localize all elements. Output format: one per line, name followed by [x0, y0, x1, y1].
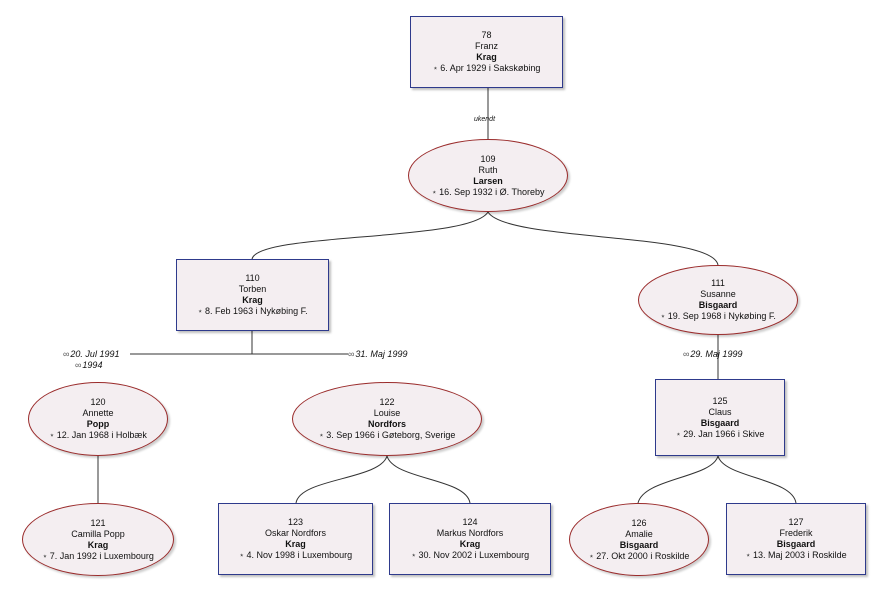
birth-star-icon: ⋆: [197, 306, 204, 316]
birth-star-icon: ⋆: [42, 550, 48, 561]
birth-star-icon: ⋆: [410, 550, 417, 560]
marriage-icon: ∞: [683, 349, 690, 359]
divorce-label-torben-annette: ∞1994: [75, 360, 103, 370]
person-surname: Bisgaard: [698, 300, 738, 310]
birth-star-icon: ⋆: [238, 550, 245, 560]
person-given-name: Annette: [82, 408, 114, 418]
person-node-78[interactable]: 78 Franz Krag ⋆6. Apr 1929 i Sakskøbing: [410, 16, 563, 88]
person-surname: Nordfors: [368, 419, 406, 429]
person-id: 120: [90, 397, 106, 407]
marriage-label-torben-louise: ∞31. Maj 1999: [348, 349, 408, 359]
person-surname: Bisgaard: [619, 539, 659, 550]
person-node-125[interactable]: 125 Claus Bisgaard ⋆29. Jan 1966 i Skive: [655, 379, 785, 456]
person-given-name: Oskar Nordfors: [264, 528, 326, 538]
person-node-122[interactable]: 122 Louise Nordfors ⋆3. Sep 1966 i Gøteb…: [292, 382, 482, 456]
person-birth: ⋆16. Sep 1932 i Ø. Thoreby: [431, 186, 545, 197]
marriage-label-susanne-claus: ∞29. Maj 1999: [683, 349, 743, 359]
marriage-icon: ∞: [348, 349, 355, 359]
person-birth: ⋆3. Sep 1966 i Gøteborg, Sverige: [318, 430, 456, 440]
birth-star-icon: ⋆: [432, 63, 439, 73]
person-surname: Bisgaard: [700, 417, 740, 428]
marriage-icon: ∞: [63, 349, 70, 359]
person-birth: ⋆12. Jan 1968 i Holbæk: [49, 430, 147, 440]
birth-star-icon: ⋆: [660, 311, 666, 321]
person-birth: ⋆30. Nov 2002 i Luxembourg: [410, 550, 530, 560]
person-surname: Larsen: [473, 175, 503, 186]
person-given-name: Louise: [373, 408, 401, 418]
birth-star-icon: ⋆: [588, 550, 595, 561]
person-given-name: Amalie: [625, 528, 653, 539]
marriage-label-torben-annette: ∞20. Jul 1991: [63, 349, 120, 359]
birth-star-icon: ⋆: [675, 428, 682, 439]
person-birth: ⋆4. Nov 1998 i Luxembourg: [238, 550, 353, 560]
person-id: 121: [90, 517, 106, 528]
person-given-name: Susanne: [700, 289, 736, 299]
person-id: 124: [462, 517, 478, 527]
person-id: 109: [480, 153, 496, 164]
person-birth: ⋆7. Jan 1992 i Luxembourg: [42, 550, 154, 561]
person-surname: Popp: [86, 419, 110, 429]
person-node-126[interactable]: 126 Amalie Bisgaard ⋆27. Okt 2000 i Rosk…: [569, 503, 709, 576]
birth-star-icon: ⋆: [745, 550, 752, 560]
person-id: 127: [788, 517, 804, 527]
person-given-name: Markus Nordfors: [436, 528, 504, 538]
person-surname: Krag: [87, 539, 109, 550]
person-id: 122: [379, 397, 395, 407]
person-birth: ⋆13. Maj 2003 i Roskilde: [745, 550, 847, 560]
person-id: 125: [712, 395, 728, 406]
person-id: 126: [631, 517, 647, 528]
birth-star-icon: ⋆: [431, 186, 438, 197]
person-node-120[interactable]: 120 Annette Popp ⋆12. Jan 1968 i Holbæk: [28, 382, 168, 456]
person-surname: Krag: [242, 295, 263, 305]
person-given-name: Franz: [474, 41, 498, 51]
person-id: 78: [481, 30, 492, 40]
person-birth: ⋆6. Apr 1929 i Sakskøbing: [432, 63, 541, 73]
marriage-icon: ∞: [75, 360, 82, 370]
person-given-name: Camilla Popp: [71, 528, 125, 539]
person-given-name: Torben: [238, 284, 267, 294]
person-surname: Krag: [459, 539, 481, 549]
birth-star-icon: ⋆: [49, 430, 55, 440]
person-surname: Bisgaard: [776, 539, 816, 549]
person-node-123[interactable]: 123 Oskar Nordfors Krag ⋆4. Nov 1998 i L…: [218, 503, 373, 575]
person-surname: Krag: [285, 539, 306, 549]
birth-star-icon: ⋆: [318, 430, 325, 440]
person-id: 111: [711, 278, 725, 288]
person-node-124[interactable]: 124 Markus Nordfors Krag ⋆30. Nov 2002 i…: [389, 503, 551, 575]
person-node-111[interactable]: 111 Susanne Bisgaard ⋆19. Sep 1968 i Nyk…: [638, 265, 798, 335]
person-id: 123: [287, 517, 304, 527]
relation-label-unknown: ukendt: [474, 116, 496, 123]
person-birth: ⋆27. Okt 2000 i Roskilde: [588, 550, 690, 561]
person-given-name: Ruth: [478, 164, 498, 175]
person-node-109[interactable]: 109 Ruth Larsen ⋆16. Sep 1932 i Ø. Thore…: [408, 139, 568, 212]
person-birth: ⋆8. Feb 1963 i Nykøbing F.: [197, 306, 308, 316]
person-given-name: Claus: [708, 406, 732, 417]
person-node-121[interactable]: 121 Camilla Popp Krag ⋆7. Jan 1992 i Lux…: [22, 503, 174, 576]
person-given-name: Frederik: [779, 528, 813, 538]
person-birth: ⋆19. Sep 1968 i Nykøbing F.: [660, 311, 776, 321]
person-birth: ⋆29. Jan 1966 i Skive: [675, 428, 765, 439]
person-surname: Krag: [476, 52, 497, 62]
person-node-110[interactable]: 110 Torben Krag ⋆8. Feb 1963 i Nykøbing …: [176, 259, 329, 331]
person-id: 110: [245, 273, 260, 283]
person-node-127[interactable]: 127 Frederik Bisgaard ⋆13. Maj 2003 i Ro…: [726, 503, 866, 575]
